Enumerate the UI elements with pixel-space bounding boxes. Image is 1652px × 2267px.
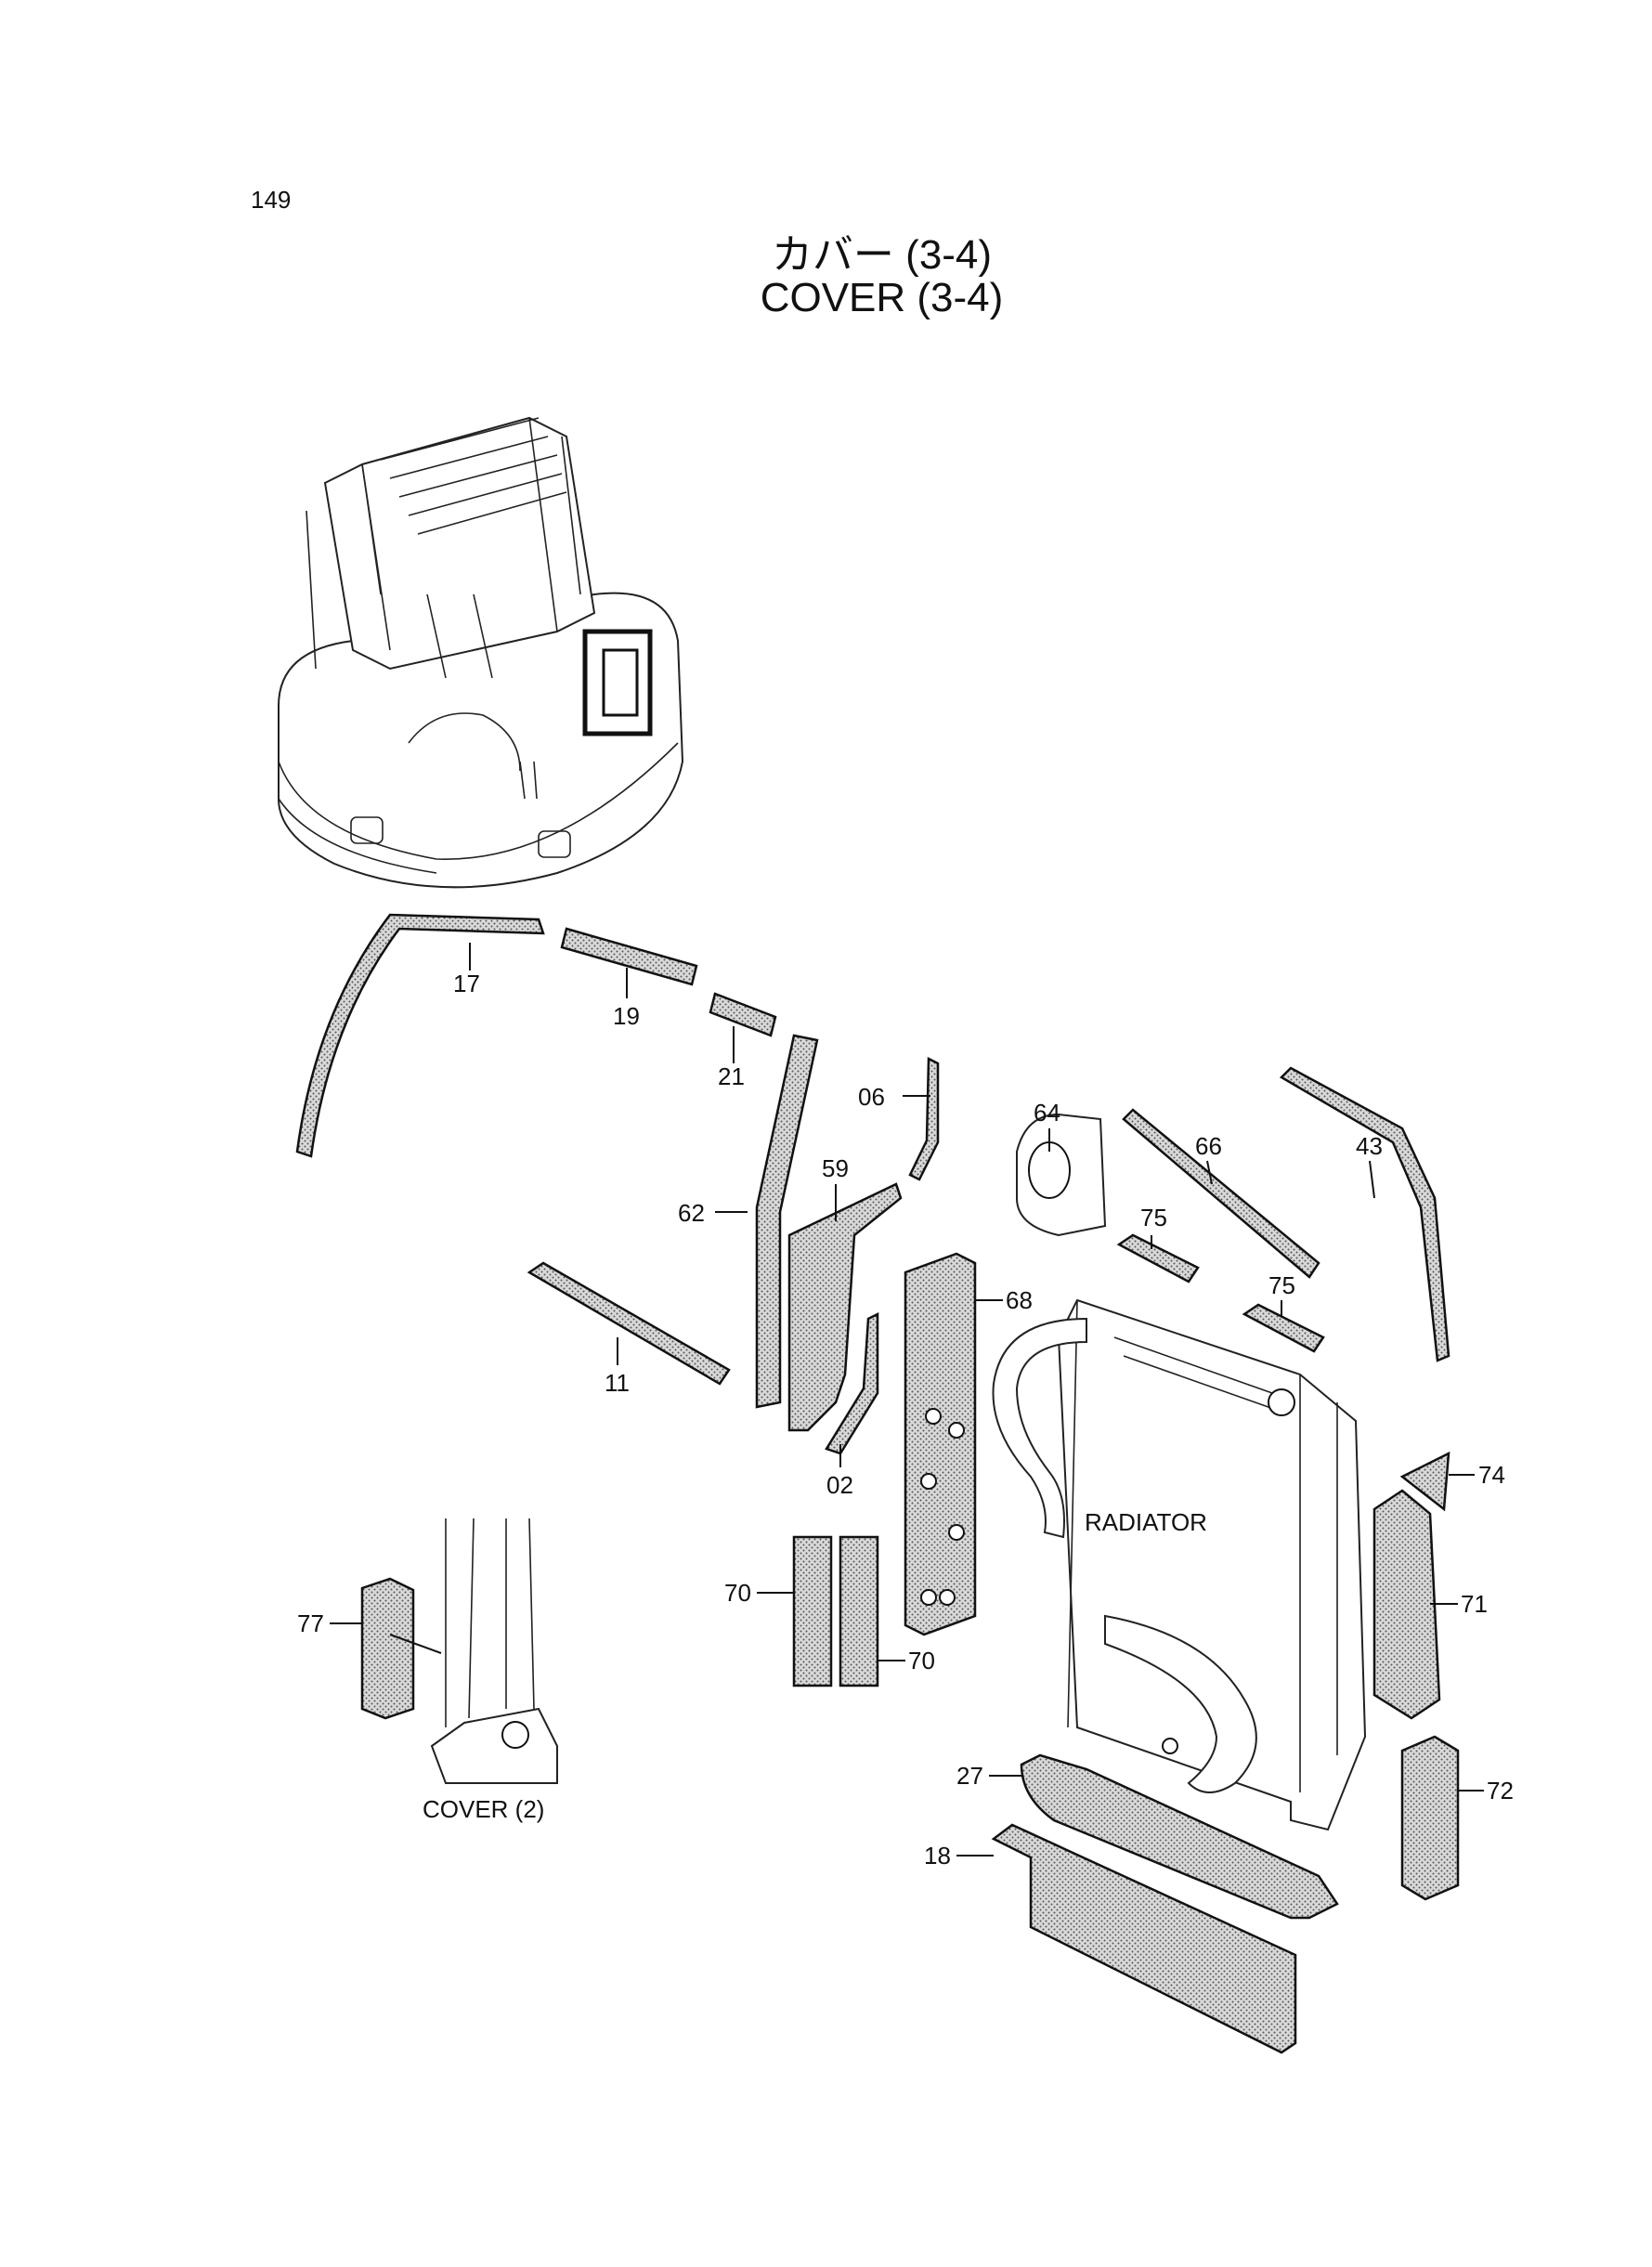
pad-18 [991,1823,1297,2054]
callout-68: 68 [1006,1286,1033,1314]
callout-11: 11 [605,1369,630,1397]
callout-64: 64 [1034,1099,1060,1127]
pad-72 [1400,1735,1460,1901]
callout-75-b: 75 [1268,1271,1295,1299]
callout-70-b: 70 [908,1647,935,1674]
cushion-64 [1016,1113,1107,1237]
seal-11 [527,1261,731,1386]
radiator-label: RADIATOR [1085,1508,1207,1536]
pad-75-b [1242,1303,1325,1353]
seal-43 [1279,1066,1450,1362]
page-number: 149 [251,186,292,214]
title-english: COVER (3-4) [760,275,1004,320]
excavator-overview-illustration [278,416,684,889]
callout-27: 27 [956,1762,983,1790]
callout-71: 71 [1461,1590,1488,1618]
cover-2-reference-illustration [430,1518,558,1784]
callout-77: 77 [297,1609,324,1637]
seal-19 [560,927,698,986]
callout-21: 21 [718,1062,745,1090]
callout-66: 66 [1195,1132,1222,1160]
pad-59 [787,1182,903,1432]
pad-70-left [792,1535,833,1687]
seal-27 [1020,1753,1339,1920]
pad-68 [904,1252,977,1636]
leader-lines [330,943,1484,1857]
callout-62: 62 [678,1199,705,1227]
seal-21 [709,992,777,1037]
callout-02: 02 [826,1471,853,1499]
pad-70-right [839,1535,879,1687]
pad-77 [360,1577,415,1720]
callout-74: 74 [1478,1461,1505,1489]
radiator-illustration [992,1298,1367,1831]
bracket-06 [908,1057,940,1181]
callout-59: 59 [822,1154,849,1182]
callout-70-a: 70 [724,1579,751,1607]
callout-43: 43 [1356,1132,1383,1160]
callout-labels: 17 19 21 06 64 66 43 59 62 75 75 68 11 0… [297,970,1514,1870]
pad-74 [1399,1451,1450,1512]
cover-2-label: COVER (2) [423,1795,544,1823]
seal-62 [755,1034,819,1409]
callout-06: 06 [858,1083,885,1111]
callout-72: 72 [1487,1777,1514,1804]
seal-66 [1122,1108,1320,1279]
seal-17 [295,913,545,1158]
pad-71 [1372,1489,1441,1720]
title-japanese: カバー (3-4) [771,232,993,278]
callout-17: 17 [453,970,480,997]
callout-75-a: 75 [1140,1204,1167,1231]
callout-18: 18 [924,1842,951,1870]
pad-75-a [1116,1233,1200,1283]
callout-19: 19 [613,1002,640,1030]
